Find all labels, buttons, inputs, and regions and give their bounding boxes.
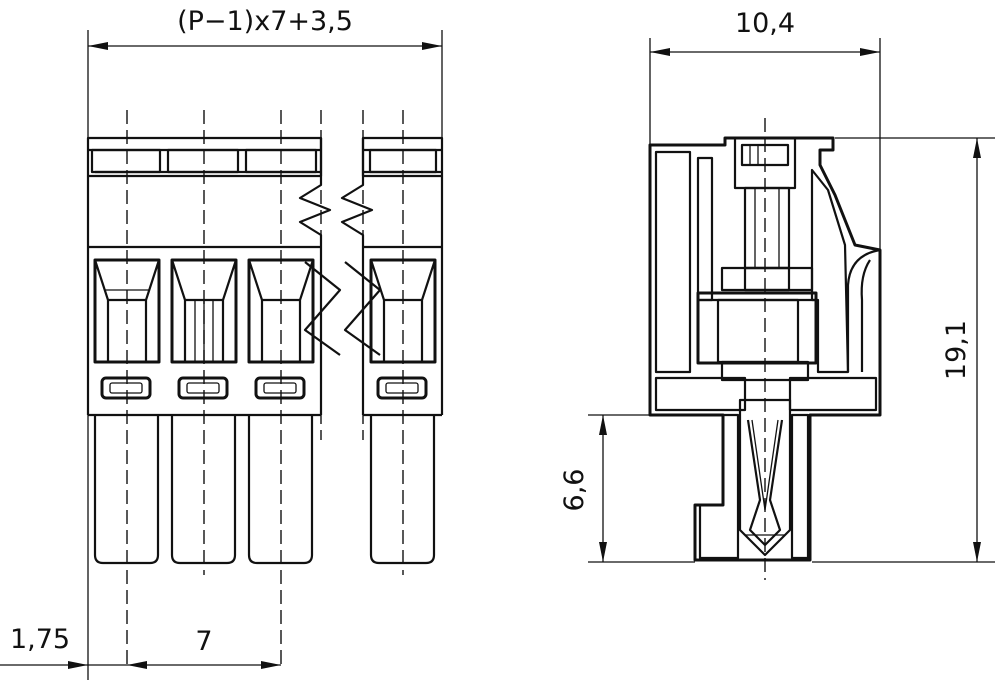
release-slot <box>100 376 152 400</box>
front-view: (P−1)x7+3,5 <box>0 6 444 680</box>
pin-length-dimension: 6,6 <box>559 414 723 563</box>
height-dimension: 19,1 <box>812 137 995 563</box>
edge-offset-label: 1,75 <box>10 624 70 655</box>
side-housing <box>648 136 882 562</box>
release-slot <box>376 376 428 400</box>
side-width-label: 10,4 <box>735 8 795 39</box>
release-slot <box>254 376 306 400</box>
pin-length-label: 6,6 <box>559 469 590 512</box>
side-view: 10,4 <box>559 8 995 580</box>
height-label: 19,1 <box>941 320 972 380</box>
bottom-dimensions: 1,75 7 <box>0 415 281 680</box>
top-width-dimension: (P−1)x7+3,5 <box>87 6 443 140</box>
release-slot <box>177 376 229 400</box>
side-width-dimension: 10,4 <box>649 8 881 250</box>
break-lines <box>298 110 382 440</box>
pitch-label: 7 <box>195 626 212 657</box>
top-width-label: (P−1)x7+3,5 <box>177 6 353 37</box>
center-lines <box>126 110 404 670</box>
